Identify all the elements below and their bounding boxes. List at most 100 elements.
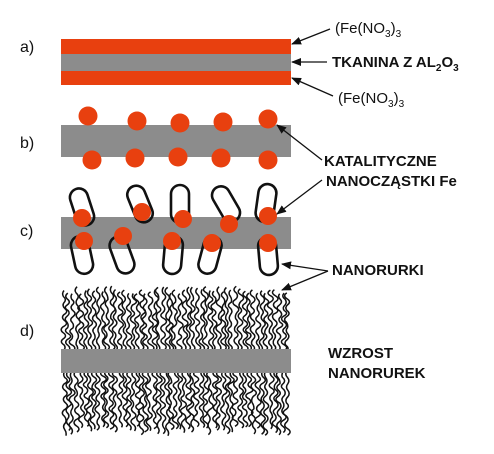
nanotube-fiber <box>77 293 85 352</box>
nanotube-fiber <box>77 370 86 429</box>
nanotube-fiber <box>280 370 287 434</box>
nanotube-fiber <box>227 289 233 352</box>
nanotube-fiber <box>220 370 228 431</box>
nanotube-fiber <box>202 370 210 429</box>
nanotube-fiber <box>231 370 239 427</box>
label-fabric-al2o3: TKANINA Z AL2O3 <box>332 54 459 74</box>
step-label-b: b) <box>20 135 34 152</box>
nanotube-fiber <box>99 290 107 352</box>
nanotube-fiber <box>185 370 193 430</box>
nanotube-fiber <box>168 292 175 352</box>
nanotube-fiber <box>198 370 206 429</box>
nanotube-fiber <box>210 290 218 352</box>
label-fe-nitrate-top: (Fe(NO3)3 <box>335 20 402 40</box>
nanotube-fiber <box>268 370 275 430</box>
arrow-nanotubes-1 <box>281 261 329 272</box>
label-catalyst-line1: KATALITYCZNE <box>324 153 437 170</box>
nanotube-fiber <box>227 370 235 433</box>
nanotube-fiber <box>232 285 240 352</box>
nanotube-fiber <box>193 287 202 352</box>
nanotube-fiber <box>185 286 193 352</box>
step-label-a: a) <box>20 39 34 56</box>
nanotube-fiber <box>224 370 232 435</box>
nanotube-fiber <box>258 290 266 352</box>
iron-nitrate-layer-top <box>61 39 291 54</box>
label-growth-line2: NANORUREK <box>328 365 426 382</box>
nanotube-fiber <box>125 292 133 352</box>
catalyst-particle <box>73 209 91 227</box>
nanotube-forest-group <box>60 285 291 437</box>
nanotube-fiber <box>145 370 153 432</box>
catalyst-particle <box>127 111 147 131</box>
nanotube-fiber <box>155 370 163 435</box>
nanotube-fiber <box>241 290 249 352</box>
nanotube-fiber <box>271 370 279 434</box>
nanotube-fiber <box>179 370 187 434</box>
arrows-group <box>276 28 334 291</box>
nanotube-fiber <box>262 370 270 436</box>
nanotube-fiber <box>167 370 175 431</box>
arrow-fe-top <box>291 28 331 45</box>
nanotube-fiber <box>275 370 282 436</box>
nanotube-fiber <box>206 370 214 436</box>
nanotube-fiber <box>223 286 230 352</box>
nanotube-fiber <box>61 370 69 436</box>
particles-b-group <box>78 106 278 170</box>
catalyst-particle <box>114 227 132 245</box>
arrow-catalyst-c <box>276 179 323 215</box>
nanotube-fiber <box>111 288 119 352</box>
arrow-fe-bottom <box>291 77 334 97</box>
iron-nitrate-layer-bottom <box>61 71 291 85</box>
label-fe-nitrate-bottom: (Fe(NO3)3 <box>338 90 405 110</box>
nanotube-fiber <box>120 289 128 352</box>
nanotube-fiber <box>133 293 141 352</box>
label-catalyst-line2: NANOCZĄSTKI Fe <box>326 173 457 190</box>
nanotube-fiber <box>171 370 180 430</box>
nanotube-fiber <box>147 291 155 352</box>
nanotube-fiber <box>241 370 249 428</box>
label-nanotubes: NANORURKI <box>332 262 424 279</box>
nanotube-fiber <box>250 370 258 435</box>
nanotube-fiber <box>68 370 76 435</box>
nanotube-fiber <box>82 290 90 352</box>
nanotube-fiber <box>280 292 288 352</box>
nanotube-fiber <box>170 289 178 352</box>
nanotube-fiber <box>245 370 254 428</box>
nanotube-fiber <box>68 293 76 352</box>
layer-stack-a <box>61 39 291 85</box>
fabric-layer-d <box>61 349 291 373</box>
nanotube-fiber <box>236 288 245 352</box>
nanotube-fiber <box>125 370 133 431</box>
nanotube-fiber <box>102 286 111 352</box>
nanotube-fiber <box>201 286 210 352</box>
nanotube-fiber <box>237 370 245 429</box>
nanotube-fiber <box>129 293 138 352</box>
nanotube-fiber <box>141 293 149 352</box>
nanotube-fiber <box>187 370 196 433</box>
catalyst-particle <box>168 147 188 167</box>
nanotube-fiber <box>220 291 227 352</box>
nanotube-fiber <box>141 370 149 433</box>
nanotube-fiber <box>86 288 94 352</box>
nanotube-fiber <box>64 292 72 352</box>
label-growth-line1: WZROST <box>328 345 393 362</box>
nanotube-fiber <box>255 292 262 352</box>
nanotube-fiber <box>271 289 279 352</box>
nanotube-fiber <box>111 370 119 433</box>
nanotube-fiber <box>121 370 129 428</box>
arrow-nanotubes-2 <box>281 270 329 291</box>
nanotube-fiber <box>154 286 162 352</box>
nanotube-fiber <box>137 370 145 436</box>
nanotube-fiber <box>151 370 158 430</box>
catalyst-particle <box>75 232 93 250</box>
nanotube-fiber <box>108 370 115 430</box>
nanotube-fiber <box>259 370 267 435</box>
catalyst-particle <box>259 234 277 252</box>
particles-c-group <box>73 203 277 252</box>
nanotube-fiber <box>73 370 81 433</box>
nanotube-fiber <box>134 370 141 427</box>
nanotube-fiber <box>275 293 284 352</box>
nanotube-fiber <box>108 285 116 352</box>
nanotube-loop <box>68 187 96 227</box>
